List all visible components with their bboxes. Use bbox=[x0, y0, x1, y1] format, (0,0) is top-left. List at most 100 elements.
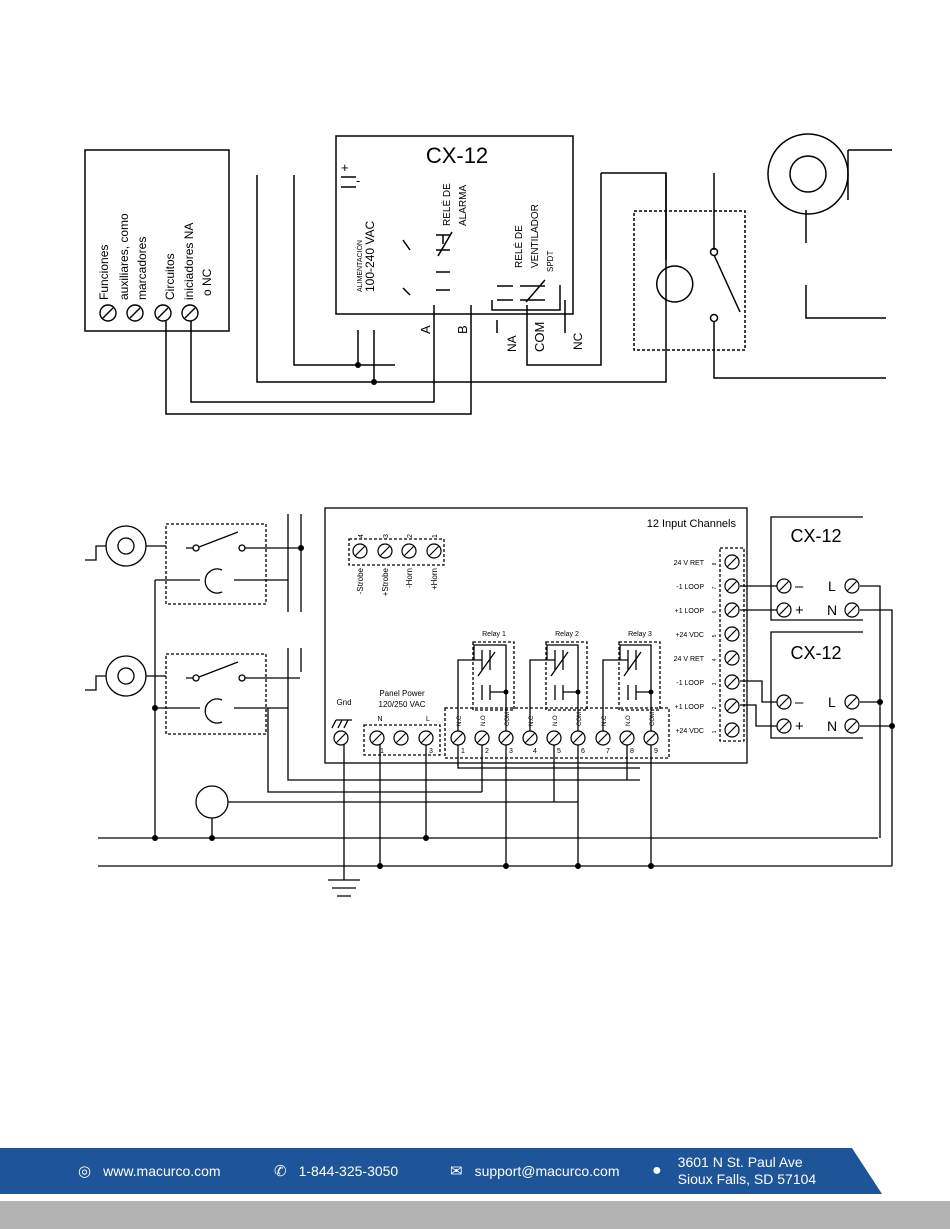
terminal-na-label: NA bbox=[505, 335, 519, 352]
relay-terminal-label: COM bbox=[650, 712, 656, 726]
cx12-top-title: CX-12 bbox=[426, 143, 488, 168]
device-1-n: N bbox=[827, 602, 837, 618]
device-1-l: L bbox=[828, 578, 836, 594]
fan-relay-label-2: VENTILADOR bbox=[530, 204, 541, 268]
strobe-horn-label: -Horn bbox=[405, 568, 414, 588]
panel-power-n-label: N bbox=[377, 716, 382, 723]
strobe-horn-number: 1 bbox=[432, 534, 439, 538]
channel-number: 5 bbox=[712, 634, 718, 637]
envelope-icon: ✉ bbox=[450, 1162, 463, 1180]
relay-terminal-label: N.C bbox=[602, 715, 608, 726]
panel-power-number-3: 3 bbox=[429, 748, 433, 755]
strobe-horn-number: 2 bbox=[407, 534, 414, 538]
channel-number: 3 bbox=[712, 682, 718, 685]
power-label-small: ALIMENTACIÓN bbox=[355, 240, 364, 292]
power-minus-label: - bbox=[356, 173, 360, 188]
globe-icon: ◎ bbox=[78, 1162, 92, 1180]
panel-power-l-label: L bbox=[426, 716, 430, 723]
fan-relay-label-1: RELÉ DE bbox=[512, 225, 525, 268]
cx12-device-2-box bbox=[770, 631, 863, 739]
relay-terminal-number: 9 bbox=[654, 748, 658, 755]
footer-band bbox=[0, 1148, 882, 1194]
relay-terminal-label: N.C bbox=[457, 715, 463, 726]
relay-terminal-label: COM bbox=[505, 712, 511, 726]
cx12-top-box bbox=[335, 135, 574, 315]
power-label-voltage: 100-240 VAC bbox=[363, 221, 377, 292]
panel-box bbox=[324, 507, 748, 764]
device-2-plus: + bbox=[795, 718, 804, 735]
footer: ◎ www.macurco.com ✆ 1-844-325-3050 ✉ sup… bbox=[0, 1148, 950, 1229]
strobe-horn-label: +Horn bbox=[430, 568, 439, 590]
wiring-diagram: CX-12 + - ALIMENTACIÓN 100-240 VAC RELÉ … bbox=[84, 133, 895, 897]
terminal-nc-label: NC bbox=[571, 332, 585, 350]
relay-label: Relay 1 bbox=[482, 631, 506, 638]
channel-label: +1 LOOP bbox=[675, 704, 705, 711]
device-2-l: L bbox=[828, 694, 836, 710]
footer-phone[interactable]: ✆ 1-844-325-3050 bbox=[274, 1148, 398, 1194]
footer-email[interactable]: ✉ support@macurco.com bbox=[450, 1148, 620, 1194]
channel-label: +1 LOOP bbox=[675, 608, 705, 615]
channel-label: 24 V RET bbox=[674, 656, 705, 663]
auxiliary-box bbox=[84, 149, 230, 332]
channel-number: 4 bbox=[712, 658, 718, 661]
relay-terminal-number: 5 bbox=[557, 748, 561, 755]
panel-power-label-2: 120/250 VAC bbox=[379, 700, 426, 709]
strobe-horn-label: +Strobe bbox=[381, 567, 390, 596]
channel-label: -1 LOOP bbox=[676, 584, 704, 591]
alarm-relay-label-2: ALARMA bbox=[458, 185, 469, 226]
relay-label: Relay 2 bbox=[555, 631, 579, 638]
strobe-horn-label: -Strobe bbox=[356, 567, 365, 594]
phone-number[interactable]: 1-844-325-3050 bbox=[298, 1163, 399, 1179]
device-1-minus: – bbox=[795, 578, 804, 595]
relay-terminal-label: COM bbox=[577, 712, 583, 726]
channel-label: -1 LOOP bbox=[676, 680, 704, 687]
power-plus-label: + bbox=[341, 160, 349, 175]
relay-terminal-label: N.O bbox=[553, 715, 559, 726]
contactor-box bbox=[633, 210, 746, 351]
relay-terminal-label: N.O bbox=[626, 715, 632, 726]
aux-label-1: Funciones bbox=[97, 245, 111, 300]
cx12-device-1-title: CX-12 bbox=[790, 526, 841, 546]
channel-label: 24 V RET bbox=[674, 560, 705, 567]
footer-address: ● 3601 N St. Paul Ave Sioux Falls, SD 57… bbox=[652, 1148, 816, 1194]
relay-terminal-number: 2 bbox=[485, 748, 489, 755]
blower-icon bbox=[767, 133, 849, 215]
footer-gray-strip bbox=[0, 1201, 950, 1229]
channel-number: 1 bbox=[712, 730, 718, 733]
relay-terminal-number: 7 bbox=[606, 748, 610, 755]
circuits-label-1: Circuitos bbox=[163, 253, 177, 300]
phone-icon: ✆ bbox=[274, 1162, 287, 1180]
terminal-com-label: COM bbox=[532, 322, 547, 352]
strobe-horn-labels: -Strobe +Strobe -Horn +Horn bbox=[356, 567, 439, 596]
aux-label-3: marcadores bbox=[135, 237, 149, 300]
horn-icon bbox=[195, 785, 229, 819]
website-link[interactable]: www.macurco.com bbox=[103, 1163, 221, 1179]
location-pin-icon: ● bbox=[652, 1162, 662, 1179]
fan-relay-label-3: SPDT bbox=[546, 251, 555, 272]
cx12-device-1-box bbox=[770, 516, 863, 621]
relay-terminal-number: 8 bbox=[630, 748, 634, 755]
fan-2-icon bbox=[105, 655, 147, 697]
fan-1-icon bbox=[105, 525, 147, 567]
email-link[interactable]: support@macurco.com bbox=[474, 1163, 620, 1179]
relay-terminal-number: 3 bbox=[509, 748, 513, 755]
strobe-horn-number: 4 bbox=[358, 534, 365, 538]
panel-power-label-1: Panel Power bbox=[379, 689, 425, 698]
aux-label-2: auxiliares, como bbox=[117, 213, 131, 300]
channel-number: 7 bbox=[712, 586, 718, 589]
footer-website[interactable]: ◎ www.macurco.com bbox=[78, 1148, 221, 1194]
relay-terminal-number: 1 bbox=[461, 748, 465, 755]
junction-dots bbox=[152, 545, 895, 869]
bottom-diagram bbox=[85, 507, 893, 897]
panel-power-number-1: 1 bbox=[380, 748, 384, 755]
top-diagram bbox=[84, 133, 892, 415]
gnd-label: Gnd bbox=[336, 698, 351, 707]
circuits-label-2: iniciadores NA bbox=[182, 223, 196, 300]
device-2-n: N bbox=[827, 718, 837, 734]
terminal-a-label: A bbox=[418, 325, 433, 334]
